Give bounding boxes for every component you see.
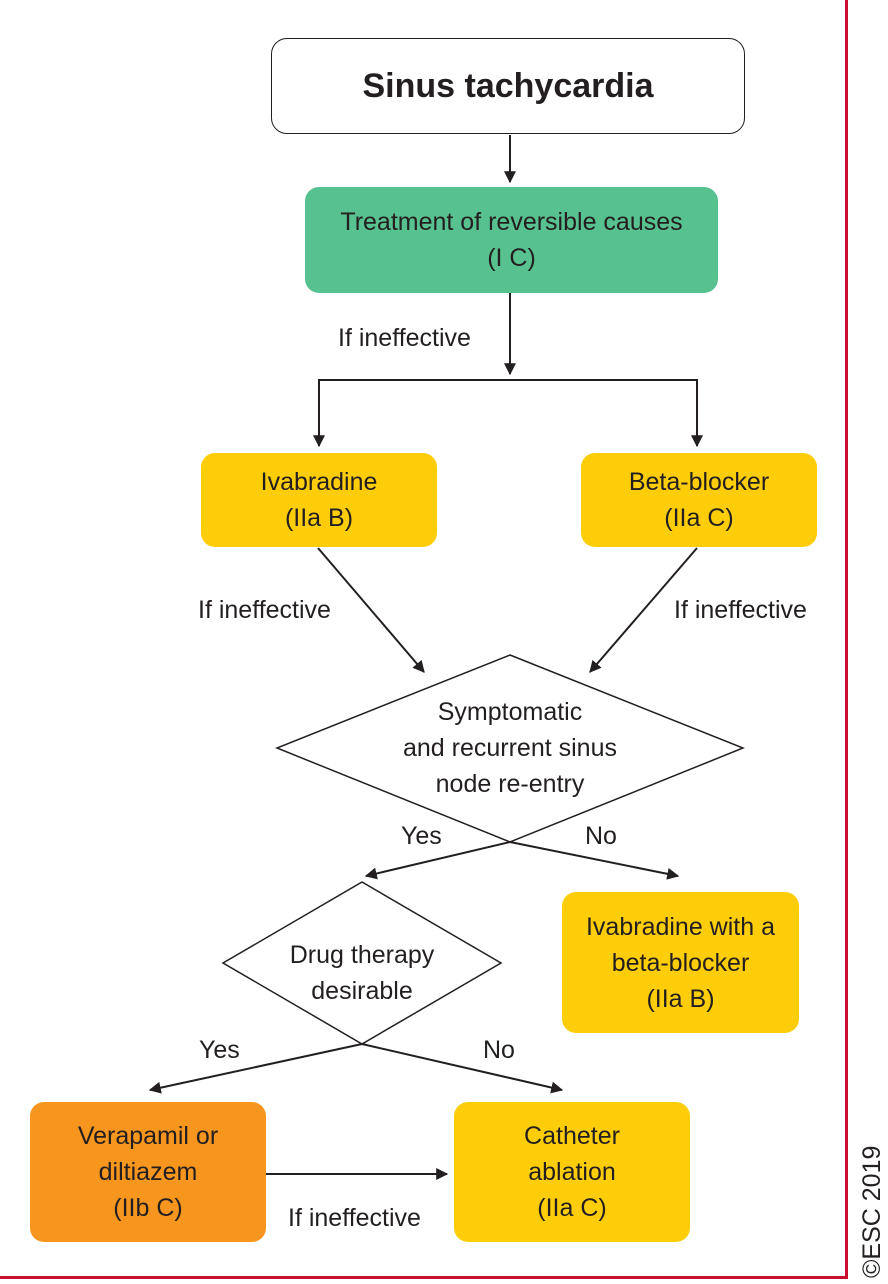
copyright-notice: ©ESC 2019 xyxy=(858,1145,886,1278)
ivabradine-beta-blocker-node: Ivabradine with a beta-blocker (IIa B) xyxy=(562,892,799,1033)
edge-label-if-ineffective: If ineffective xyxy=(198,596,331,624)
arrow-yes-to-drug-question xyxy=(364,841,511,880)
edge-label-if-ineffective: If ineffective xyxy=(338,324,471,352)
ivabradine-node: Ivabradine (IIa B) xyxy=(201,453,437,547)
edge-label-no: No xyxy=(585,822,617,850)
verapamil-diltiazem-node: Verapamil or diltiazem (IIb C) xyxy=(30,1102,266,1242)
figure-frame xyxy=(0,0,848,1279)
drug-therapy-question: Drug therapy desirable xyxy=(289,941,435,1005)
arrow-yes-to-verapamil xyxy=(148,1043,363,1094)
edge-label-if-ineffective: If ineffective xyxy=(288,1204,421,1232)
start-node-sinus-tachycardia: Sinus tachycardia xyxy=(271,38,745,134)
arrow-no-to-ivabradine-beta xyxy=(509,841,680,880)
beta-blocker-node: Beta-blocker (IIa C) xyxy=(581,453,817,547)
arrow-no-to-ablation xyxy=(361,1043,564,1094)
catheter-ablation-node: Catheter ablation (IIa C) xyxy=(454,1102,690,1242)
reversible-causes-node: Treatment of reversible causes (I C) xyxy=(305,187,718,293)
split-connector xyxy=(318,379,698,445)
arrow-ivabradine-to-question xyxy=(317,547,425,673)
arrow-beta-to-question xyxy=(589,547,698,673)
sinus-node-question: Symptomatic and recurrent sinus node re-… xyxy=(402,698,617,798)
edge-label-no: No xyxy=(483,1036,515,1064)
edge-label-if-ineffective: If ineffective xyxy=(674,596,807,624)
edge-label-yes: Yes xyxy=(199,1036,240,1064)
edge-label-yes: Yes xyxy=(401,822,442,850)
